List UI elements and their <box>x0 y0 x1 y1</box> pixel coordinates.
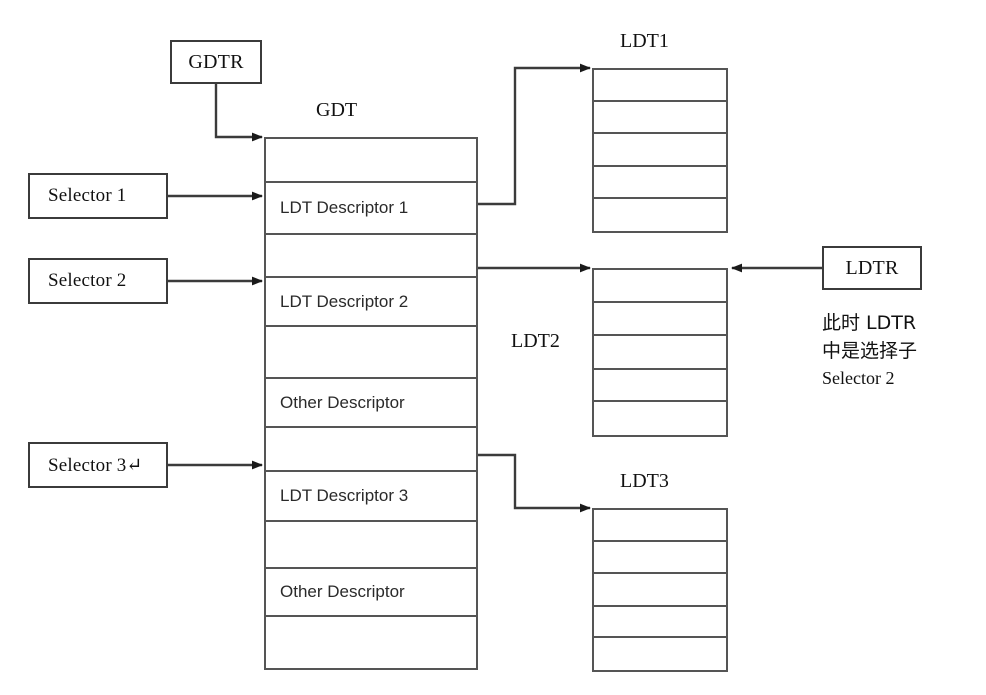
gdt-row-2[interactable] <box>266 235 476 278</box>
gdt-row-8[interactable] <box>266 522 476 569</box>
ldt3-row-3[interactable] <box>594 607 726 638</box>
gdt-row-6[interactable] <box>266 428 476 472</box>
ldt3-row-0[interactable] <box>594 510 726 543</box>
gdt-row-3-ldt-descriptor-2[interactable]: LDT Descriptor 2 <box>266 278 476 327</box>
selector-2-label: Selector 2 <box>48 270 127 291</box>
ldt1-row-1[interactable] <box>594 102 726 135</box>
gdtr-register-box[interactable]: GDTR <box>170 40 262 84</box>
ldt1-row-3[interactable] <box>594 167 726 199</box>
gdt-row-5-other-descriptor[interactable]: Other Descriptor <box>266 379 476 428</box>
gdt-row-1-ldt-descriptor-1[interactable]: LDT Descriptor 1 <box>266 183 476 235</box>
ldt1-row-0[interactable] <box>594 70 726 103</box>
ldt2-caption: LDT2 <box>511 330 560 352</box>
ldt2-row-2[interactable] <box>594 336 726 370</box>
ldt3-table[interactable] <box>592 508 728 672</box>
ldt2-table[interactable] <box>592 268 728 437</box>
gdt-row-10[interactable] <box>266 617 476 668</box>
ldt1-row-2[interactable] <box>594 134 726 167</box>
ldt2-row-4[interactable] <box>594 402 726 435</box>
selector-3-box[interactable]: Selector 3↵ <box>28 442 168 488</box>
ldtr-register-box[interactable]: LDTR <box>822 246 922 290</box>
selector-1-label: Selector 1 <box>48 185 127 206</box>
wire-descriptor3-to-ldt3 <box>478 453 591 513</box>
ldt2-row-1[interactable] <box>594 303 726 337</box>
ldt3-caption: LDT3 <box>620 470 669 492</box>
selector-1-box[interactable]: Selector 1 <box>28 173 168 219</box>
ldt3-row-2[interactable] <box>594 574 726 607</box>
gdt-row-9-other-descriptor[interactable]: Other Descriptor <box>266 569 476 617</box>
ldtr-annotation-line-3: Selector 2 <box>822 368 895 389</box>
wire-gdtr-to-gdt <box>214 83 263 142</box>
gdt-row-7-ldt-descriptor-3[interactable]: LDT Descriptor 3 <box>266 472 476 522</box>
selector-2-box[interactable]: Selector 2 <box>28 258 168 304</box>
ldtr-annotation-line-2: 中是选择子 <box>822 339 918 362</box>
gdtr-label: GDTR <box>188 50 244 73</box>
ldt1-caption: LDT1 <box>620 30 669 52</box>
ldtr-label: LDTR <box>845 256 899 279</box>
ldt3-row-4[interactable] <box>594 638 726 670</box>
gdt-row-4[interactable] <box>266 327 476 379</box>
gdt-table[interactable]: LDT Descriptor 1 LDT Descriptor 2 Other … <box>264 137 478 670</box>
ldt3-row-1[interactable] <box>594 542 726 575</box>
selector-3-label: Selector 3↵ <box>48 454 143 476</box>
gdt-caption: GDT <box>316 99 358 121</box>
ldt1-row-4[interactable] <box>594 199 726 231</box>
ldt2-row-0[interactable] <box>594 270 726 304</box>
ldt2-row-3[interactable] <box>594 370 726 402</box>
gdt-row-0[interactable] <box>266 139 476 183</box>
ldtr-annotation-line-1: 此时 LDTR <box>822 312 917 334</box>
wire-descriptor1-to-ldt1 <box>478 63 591 206</box>
ldt1-table[interactable] <box>592 68 728 233</box>
ldtr-annotation: 此时 LDTR 中是选择子 Selector 2 <box>822 310 917 391</box>
